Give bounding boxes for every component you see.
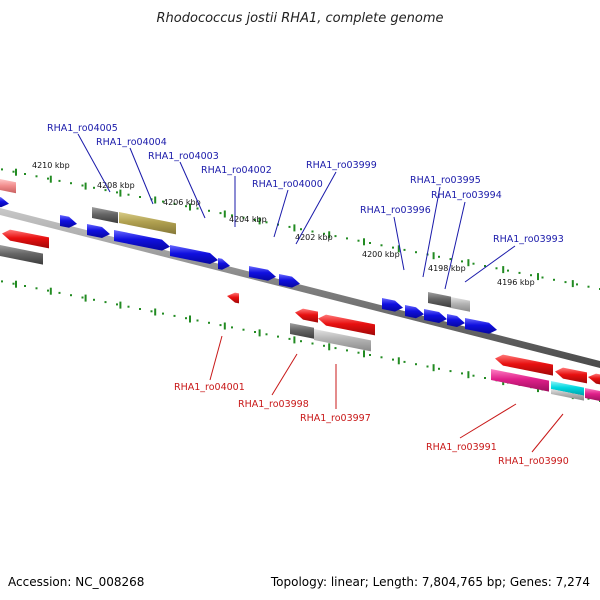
gene-cyan bbox=[551, 381, 584, 396]
gene-blue bbox=[87, 224, 110, 238]
reverse-gene-label: RHA1_ro03990 bbox=[498, 456, 569, 467]
forward-gene-label: RHA1_ro03995 bbox=[410, 175, 481, 186]
map-title: Rhodococcus jostii RHA1, complete genome bbox=[157, 11, 444, 26]
gene-blue bbox=[60, 215, 77, 228]
scale-label: 4206 kbp bbox=[163, 198, 201, 207]
gene-red bbox=[227, 292, 239, 304]
leader-line bbox=[393, 216, 405, 271]
reverse-gene-label: RHA1_ro03991 bbox=[426, 442, 497, 453]
forward-gene-label: RHA1_ro04002 bbox=[201, 165, 272, 176]
forward-gene-label: RHA1_ro03994 bbox=[431, 190, 502, 201]
scale-label: 4202 kbp bbox=[295, 233, 333, 242]
leader-line bbox=[464, 245, 516, 283]
gene-labels: RHA1_ro04005RHA1_ro04004RHA1_ro04003RHA1… bbox=[47, 123, 569, 467]
gene-blue bbox=[0, 197, 9, 208]
gene-blue bbox=[170, 245, 218, 264]
forward-gene-label: RHA1_ro04005 bbox=[47, 123, 118, 134]
gene-lgray bbox=[451, 297, 470, 312]
forward-gene-label: RHA1_ro04000 bbox=[252, 179, 323, 190]
forward-gene-label: RHA1_ro04004 bbox=[96, 137, 167, 148]
reverse-gene-label: RHA1_ro03998 bbox=[238, 399, 309, 410]
gene-blue bbox=[424, 309, 447, 323]
leader-line bbox=[444, 201, 466, 290]
gene-blue bbox=[114, 230, 170, 251]
leader-line bbox=[209, 335, 223, 381]
leader-line bbox=[271, 353, 298, 396]
gene-salmon bbox=[0, 179, 16, 194]
reverse-gene-label: RHA1_ro03997 bbox=[300, 413, 371, 424]
scale-label: 4200 kbp bbox=[362, 250, 400, 259]
gene-blue bbox=[218, 258, 230, 270]
leader-line bbox=[77, 133, 111, 193]
gene-red bbox=[588, 373, 600, 385]
leader-line bbox=[531, 413, 564, 453]
gene-red bbox=[295, 308, 318, 323]
gene-red bbox=[318, 314, 375, 336]
forward-gene-label: RHA1_ro03993 bbox=[493, 234, 564, 245]
forward-gene-label: RHA1_ro04003 bbox=[148, 151, 219, 162]
gene-blue bbox=[249, 266, 276, 281]
gene-pink bbox=[491, 369, 549, 392]
label-leaders bbox=[77, 133, 564, 453]
scale-label: 4196 kbp bbox=[497, 278, 535, 287]
gene-blue bbox=[279, 274, 300, 288]
leader-line bbox=[422, 186, 441, 278]
forward-gene-label: RHA1_ro03999 bbox=[306, 160, 377, 171]
gene-pink bbox=[585, 388, 600, 401]
gene-gray bbox=[0, 245, 43, 265]
gene-blue bbox=[382, 298, 403, 312]
gene-olive bbox=[119, 212, 176, 235]
gene-blue bbox=[465, 318, 497, 334]
gene-features bbox=[0, 179, 600, 401]
leader-line bbox=[273, 189, 289, 238]
gene-lgray bbox=[551, 389, 584, 401]
leader-line bbox=[459, 403, 517, 439]
gene-red bbox=[555, 367, 587, 384]
gene-lgray bbox=[314, 329, 371, 352]
leader-line bbox=[129, 147, 154, 205]
gene-blue bbox=[447, 314, 465, 327]
gene-gray bbox=[290, 323, 314, 339]
leader-line bbox=[179, 161, 206, 219]
scale-label: 4198 kbp bbox=[428, 264, 466, 273]
accession-text: Accession: NC_008268 bbox=[8, 575, 144, 589]
genome-summary-text: Topology: linear; Length: 7,804,765 bp; … bbox=[270, 575, 590, 589]
scale-label: 4204 kbp bbox=[229, 215, 267, 224]
gene-blue bbox=[405, 305, 424, 319]
scale-label: 4210 kbp bbox=[32, 161, 70, 170]
forward-gene-label: RHA1_ro03996 bbox=[360, 205, 431, 216]
gene-red bbox=[2, 229, 49, 249]
scale-label: 4208 kbp bbox=[97, 181, 135, 190]
reverse-gene-label: RHA1_ro04001 bbox=[174, 382, 245, 393]
gene-gray bbox=[428, 292, 451, 308]
leader-line bbox=[295, 171, 337, 245]
scale-labels: 4210 kbp 4208 kbp 4206 kbp 4204 kbp 4202 kbp… bbox=[32, 161, 535, 287]
gene-gray bbox=[92, 207, 118, 224]
gene-red bbox=[495, 354, 553, 376]
